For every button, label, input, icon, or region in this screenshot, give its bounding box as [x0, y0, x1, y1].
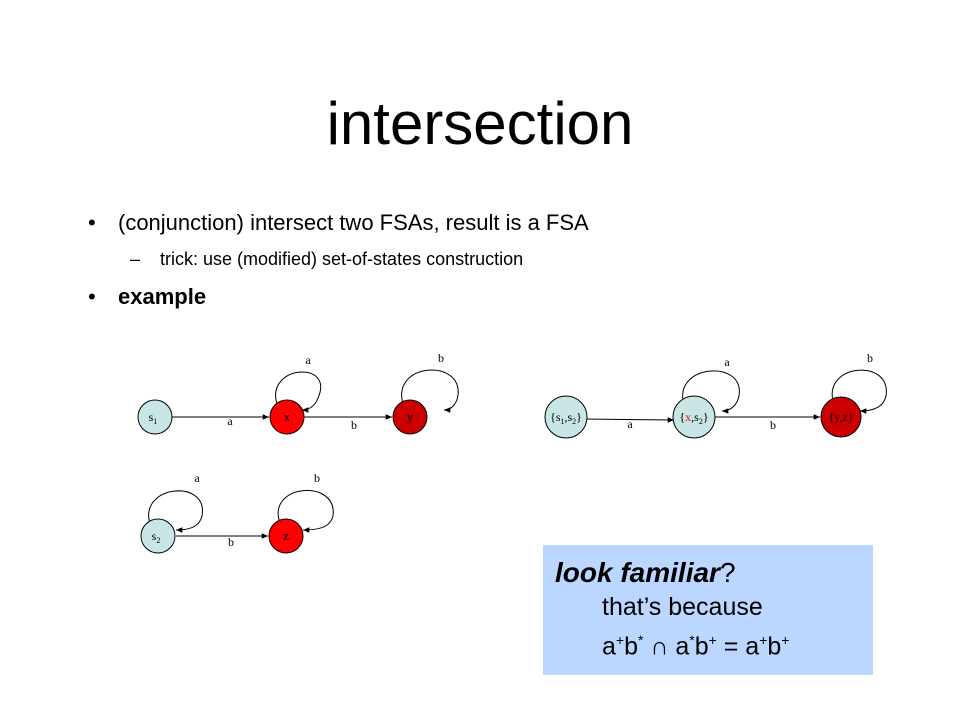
state-label-subscript: 1	[153, 417, 157, 426]
expr-symbol: a	[745, 632, 760, 661]
bullet-dot: •	[88, 284, 96, 309]
expr-symbol: b	[624, 632, 638, 661]
edge-y-loop	[401, 369, 459, 413]
edge-q2-loop	[831, 369, 887, 414]
state-label: z	[283, 528, 289, 543]
state-label: ,s	[691, 410, 699, 424]
callout-expression: a+b* ∩ a*b+ = a+b+	[555, 624, 873, 663]
state-q2: {y,z}	[820, 396, 862, 438]
edge-q1-loop	[682, 370, 740, 414]
expr-superscript: +	[781, 632, 790, 648]
state-s2: s2	[140, 518, 176, 554]
edge-x-loop	[275, 371, 321, 413]
state-label: {y,z}	[828, 410, 853, 424]
edge-label-z-loop: b	[314, 471, 320, 485]
expr-symbol: a	[675, 632, 690, 661]
state-label: {s	[550, 410, 561, 424]
state-x: x	[269, 399, 305, 435]
edge-label-y-loop: b	[438, 351, 444, 365]
expr-superscript: *	[638, 632, 644, 648]
sub-bullet-text: trick: use (modified) set-of-states cons…	[160, 249, 524, 269]
state-label: }	[576, 410, 582, 424]
fsa-two: b a b s2 z	[140, 471, 334, 554]
bullet-dot: •	[88, 210, 96, 235]
edge-label-q1-q2: b	[770, 418, 776, 432]
callout-heading: look familiar?	[555, 555, 873, 591]
slide-title: intersection	[326, 90, 634, 157]
state-label-x: x	[685, 410, 691, 424]
edge-label-x-loop: a	[305, 353, 311, 367]
callout-line-1: that’s because	[602, 593, 763, 621]
callout-heading-punct: ?	[719, 557, 736, 588]
state-label-subscript: 2	[572, 417, 576, 426]
bullet-text-example: example	[118, 284, 207, 309]
state-label: y	[407, 409, 414, 424]
bullet-text: (conjunction) intersect two FSAs, result…	[118, 210, 589, 235]
state-label: ,s	[565, 410, 573, 424]
svg-text:{x,s2}: {x,s2}	[679, 410, 708, 426]
edge-label-q0-q1: a	[627, 417, 633, 431]
state-label: s	[152, 529, 157, 543]
edge-label-s2-z: b	[228, 535, 234, 549]
svg-text:{s1,s2}: {s1,s2}	[550, 410, 582, 426]
state-q1: {x,s2}	[672, 395, 716, 439]
expr-symbol: b	[767, 632, 782, 661]
edge-label-s1-x: a	[227, 414, 233, 428]
state-label: {	[679, 410, 685, 424]
svg-text:s2: s2	[152, 529, 161, 545]
state-label: x	[284, 409, 291, 424]
expr-equals: =	[716, 632, 746, 661]
expr-superscript: +	[708, 632, 717, 648]
edge-s2-loop	[148, 490, 203, 533]
state-z: z	[268, 518, 304, 554]
edge-label-s2-loop: a	[194, 471, 200, 485]
fsa-one: a b a b s1 x y	[137, 351, 459, 435]
expr-intersection: ∩	[643, 632, 676, 661]
callout-heading-text: look familiar	[555, 557, 720, 588]
edge-z-loop	[277, 489, 334, 533]
state-label-subscript: 2	[156, 536, 160, 545]
state-label-subscript: 2	[699, 417, 703, 426]
state-label-subscript: 1	[561, 417, 565, 426]
edge-q0-q1	[583, 417, 675, 423]
expr-symbol: b	[694, 632, 709, 661]
edge-label-q1-loop: a	[724, 355, 730, 369]
edge-label-x-y: b	[351, 418, 357, 432]
state-s1: s1	[137, 399, 173, 435]
state-label: }	[703, 410, 709, 424]
svg-text:s1: s1	[149, 410, 158, 426]
expr-superscript: +	[759, 632, 768, 648]
state-label: s	[149, 410, 154, 424]
callout-box: look familiar? that’s because a+b* ∩ a*b…	[543, 545, 873, 675]
fsa-product: a b a b {s1,s2} {x,s2} {y,z}	[544, 351, 887, 439]
sub-bullet-dash: –	[130, 249, 141, 269]
expr-superscript: +	[615, 632, 625, 648]
edge-label-q2-loop: b	[867, 351, 873, 365]
expr-superscript: *	[689, 632, 695, 648]
state-q0: {s1,s2}	[544, 395, 588, 439]
expr-symbol: a	[602, 632, 616, 661]
state-y: y	[392, 399, 428, 435]
